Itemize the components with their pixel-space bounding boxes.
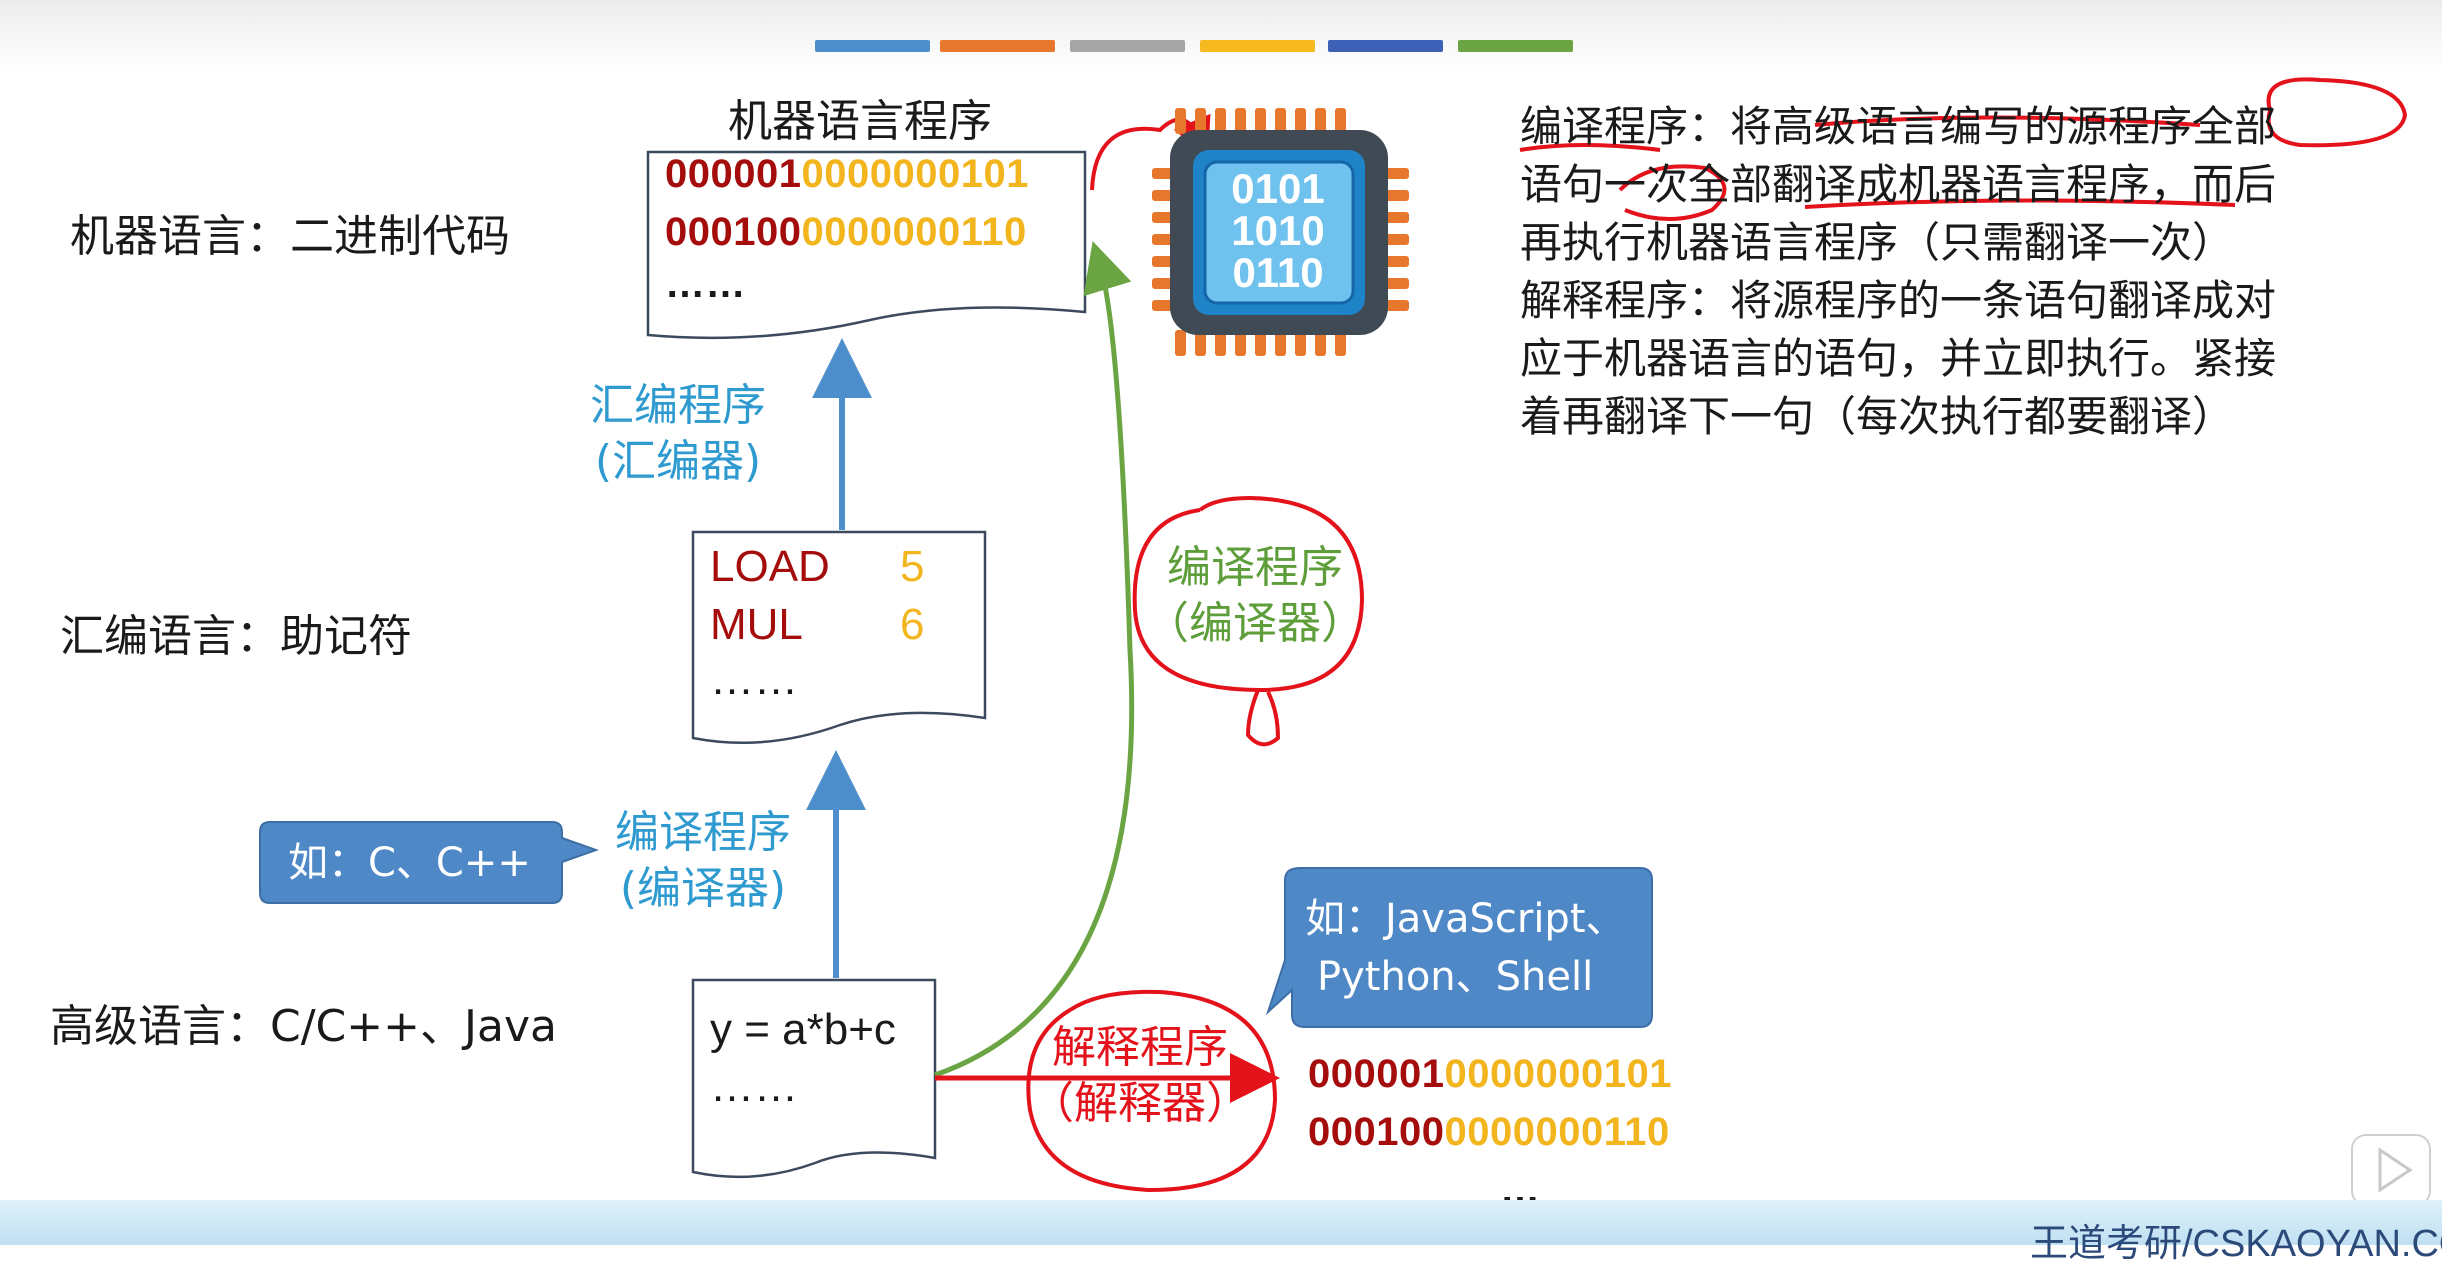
asm-arg-1: 5 xyxy=(900,542,925,591)
compile-path-arrow xyxy=(934,241,1135,1078)
interp-output-line-2: 0001000000000110 xyxy=(1308,1110,1670,1154)
source-document xyxy=(691,978,937,1179)
chip-pointer-annotation xyxy=(1090,113,1211,191)
callout-js-text: 如：JavaScript、 Python、Shell xyxy=(1305,896,1626,1000)
machine-program-title: 机器语言程序 xyxy=(728,96,992,147)
color-stripe-6 xyxy=(1458,40,1573,52)
chip-bits: 0101 1010 0110 xyxy=(1231,165,1325,296)
bottom-strip xyxy=(0,1200,2442,1245)
play-button-frame xyxy=(2351,1134,2431,1206)
asm-ellipsis: …… xyxy=(710,655,798,704)
machine-code-ellipsis: …… xyxy=(665,262,746,306)
color-stripe-4 xyxy=(1200,40,1315,52)
asm-op-1: LOAD xyxy=(710,542,830,591)
watermark: 王道考研/CSKAOYAN.COM xyxy=(2030,1223,2442,1265)
machine-code-line-1: 0000010000000101 xyxy=(665,152,1029,196)
interp-output-line-1: 0000010000000101 xyxy=(1308,1052,1672,1096)
machine-code-document xyxy=(646,150,1087,340)
machine-language-label: 机器语言：二进制代码 xyxy=(70,211,510,262)
compiler-circle-annotation xyxy=(1132,495,1365,693)
compiler-label-green: 编译程序 （编译器） xyxy=(1145,542,1365,649)
source-ellipsis: …… xyxy=(710,1062,798,1111)
interpreter-circle-annotation xyxy=(1026,989,1278,1193)
callout-c-bubble xyxy=(259,821,600,904)
color-stripe-2 xyxy=(940,40,1055,52)
color-stripe-1 xyxy=(815,40,930,52)
compiler-circle-tail xyxy=(1245,689,1281,747)
top-bar xyxy=(0,0,2442,70)
callout-c-text: 如：C、C++ xyxy=(288,840,531,886)
underline-annotation-1 xyxy=(1519,143,1661,152)
cpu-chip-icon xyxy=(1152,108,1409,356)
asm-op-2: MUL xyxy=(710,600,803,649)
compiler-label-blue: 编译程序 (编译器) xyxy=(615,807,791,914)
explanation-text: 编译程序：将高级语言编写的源程序全部 语句一次全部翻译成机器语言程序，而后 再执… xyxy=(1520,102,2277,441)
color-stripe-5 xyxy=(1328,40,1443,52)
assembly-language-label: 汇编语言：助记符 xyxy=(60,611,412,662)
assembler-label: 汇编程序 (汇编器) xyxy=(590,380,766,487)
source-code-line: y = a*b+c xyxy=(710,1005,896,1054)
asm-arg-2: 6 xyxy=(900,600,925,649)
underline-annotation-3 xyxy=(1804,198,2236,209)
high-level-language-label: 高级语言：C/C++、Java xyxy=(50,1001,557,1052)
play-icon xyxy=(2378,1147,2413,1193)
quanbu-circle-annotation xyxy=(2266,77,2408,148)
interpreter-label: 解释程序 （解释器） xyxy=(1030,1022,1250,1129)
machine-code-line-2: 0001000000000110 xyxy=(665,210,1027,254)
color-stripe-3 xyxy=(1070,40,1185,52)
assembly-document xyxy=(691,530,987,744)
yici-circle-annotation xyxy=(1618,164,1727,221)
callout-js-bubble xyxy=(1265,867,1653,1028)
underline-annotation-2 xyxy=(1814,115,2201,127)
